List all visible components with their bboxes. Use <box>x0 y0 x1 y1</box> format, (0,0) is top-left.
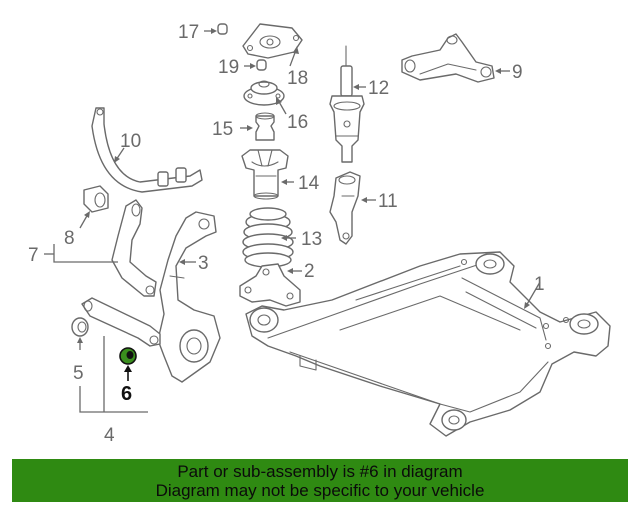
callout-3: 3 <box>198 253 209 274</box>
part-10-stabilizer-bar <box>91 107 203 193</box>
parts-diagram: 17 18 19 16 15 14 <box>28 22 611 446</box>
part-9-upper-control-arm <box>401 33 495 83</box>
part-15-bump-stop <box>255 112 275 141</box>
part-12-strut <box>329 45 365 163</box>
callout-15: 15 <box>212 119 233 140</box>
callout-14: 14 <box>298 173 320 194</box>
callout-13: 13 <box>301 229 322 250</box>
callout-10: 10 <box>120 131 141 152</box>
part-8-bushing <box>83 185 109 213</box>
part-1-subframe <box>245 251 611 437</box>
part-2-bracket <box>239 263 301 307</box>
part-5-bushing <box>71 317 89 337</box>
callout-1: 1 <box>534 274 545 295</box>
callout-16: 16 <box>287 112 308 133</box>
callout-5: 5 <box>73 363 84 384</box>
callout-7: 7 <box>28 245 39 266</box>
part-18-mount-plate <box>242 23 303 59</box>
part-3-steering-knuckle <box>157 211 221 383</box>
part-19-nut <box>256 59 267 71</box>
part-6-bushing-highlighted <box>119 347 137 365</box>
part-16-strut-mount <box>243 80 285 106</box>
callout-18: 18 <box>287 68 308 89</box>
part-13-coil-spring <box>242 207 294 268</box>
callout-11: 11 <box>378 191 398 212</box>
callout-8: 8 <box>64 228 75 249</box>
info-banner: Part or sub-assembly is #6 in diagram Di… <box>12 459 628 502</box>
callout-2: 2 <box>304 261 315 282</box>
part-4-lower-link <box>81 297 161 347</box>
callout-9: 9 <box>512 62 523 83</box>
callout-6: 6 <box>121 383 132 405</box>
part-11-knuckle <box>329 171 361 245</box>
callout-19: 19 <box>218 57 239 78</box>
callout-12: 12 <box>368 78 389 99</box>
banner-line-2: Diagram may not be specific to your vehi… <box>155 480 485 500</box>
part-14-dust-boot <box>241 149 289 200</box>
callout-17: 17 <box>178 22 199 43</box>
part-7-lower-arm <box>111 199 157 297</box>
callout-4: 4 <box>104 425 115 446</box>
part-17-bushing <box>217 23 228 35</box>
banner-line-1: Part or sub-assembly is #6 in diagram <box>177 461 463 481</box>
